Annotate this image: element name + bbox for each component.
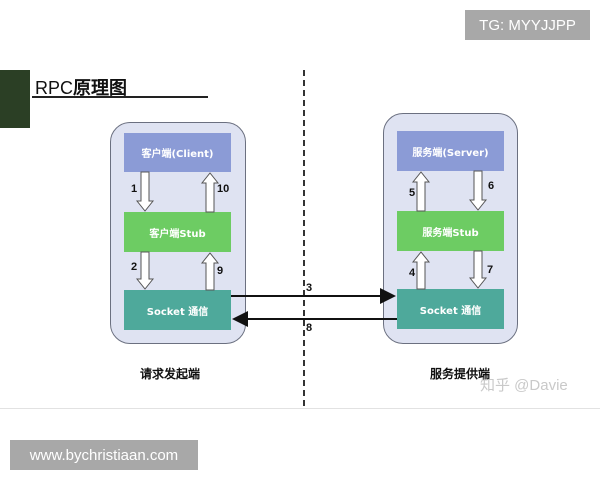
- website-badge: www.bychristiaan.com: [10, 440, 198, 470]
- client-side-label: 请求发起端: [140, 367, 201, 381]
- step-1: 1: [131, 183, 138, 195]
- title-en: RPC: [35, 78, 74, 98]
- server-socket-label: Socket 通信: [419, 305, 482, 317]
- step-3: 3: [306, 282, 313, 294]
- page-title: RPC原理图: [35, 74, 127, 100]
- step-6: 6: [488, 180, 495, 192]
- step-7: 7: [487, 264, 494, 276]
- step-9: 9: [217, 265, 224, 277]
- tg-badge-text: TG: MYYJJPP: [479, 16, 576, 34]
- server-side-label: 服务提供端: [430, 367, 491, 381]
- arrow-up-icon: [200, 252, 220, 291]
- arrow-up-icon: [200, 172, 220, 213]
- website-badge-text: www.bychristiaan.com: [29, 446, 179, 464]
- server-socket-box: Socket 通信: [397, 289, 504, 329]
- bottom-separator: [0, 408, 600, 409]
- step-4: 4: [409, 267, 416, 279]
- step-5: 5: [409, 187, 416, 199]
- title-accent-bar: [0, 70, 30, 128]
- client-stub-box: 客户端Stub: [124, 212, 231, 252]
- tg-badge: TG: MYYJJPP: [465, 10, 590, 40]
- arrow-up-icon: [411, 251, 431, 290]
- client-socket-label: Socket 通信: [146, 306, 209, 318]
- arrow-down-icon: [135, 251, 155, 290]
- client-box: 客户端(Client): [124, 133, 231, 172]
- zhihu-watermark: 知乎 @Davie: [480, 377, 568, 394]
- server-box: 服务端(Server): [397, 131, 504, 171]
- server-stub-label: 服务端Stub: [422, 227, 479, 239]
- arrow-down-icon: [468, 250, 488, 289]
- title-zh: 原理图: [73, 78, 128, 99]
- arrow-up-icon: [411, 171, 431, 212]
- step-10: 10: [217, 183, 230, 195]
- arrow-down-icon: [135, 171, 155, 212]
- server-box-label: 服务端(Server): [412, 147, 489, 159]
- step-8: 8: [306, 322, 313, 334]
- client-box-label: 客户端(Client): [141, 149, 214, 160]
- title-underline: [32, 96, 208, 98]
- client-stub-label: 客户端Stub: [149, 228, 206, 240]
- step-2: 2: [131, 261, 138, 273]
- arrow-down-icon: [468, 170, 488, 211]
- network-boundary-divider: [303, 70, 305, 406]
- server-stub-box: 服务端Stub: [397, 211, 504, 251]
- client-socket-box: Socket 通信: [124, 290, 231, 330]
